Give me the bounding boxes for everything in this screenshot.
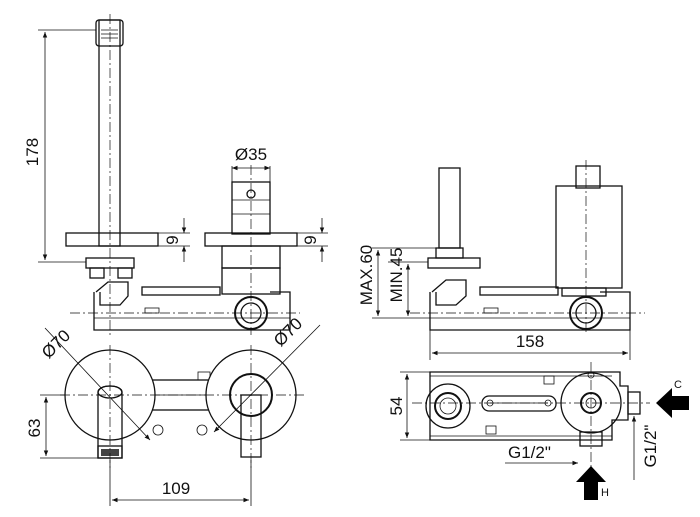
dim-diameter-label: Ø35 (235, 145, 267, 164)
dim-width-label: 158 (516, 332, 544, 351)
plan-view: Ø70 Ø70 63 109 (25, 314, 321, 506)
dim-flange-right-label: 9 (301, 235, 320, 244)
dim-depth-label: 63 (25, 419, 44, 438)
dim-spacing-label: 109 (162, 479, 190, 498)
hot-inlet (579, 431, 603, 447)
side-view: MAX.60 MIN.45 158 (357, 160, 645, 360)
side-handle-knob (575, 165, 601, 189)
hot-arrow-icon (576, 466, 606, 500)
front-view: 178 Ø35 9 9 (23, 14, 328, 335)
cold-label: C (674, 379, 682, 391)
dim-body-height-label: 54 (387, 397, 406, 416)
concealed-body (93, 291, 291, 331)
side-handle-body (555, 185, 623, 289)
body-view: 54 G1/2" G1/2" C H (387, 362, 689, 500)
side-spout (438, 167, 461, 249)
spout-port (425, 383, 471, 429)
body-outline (429, 371, 629, 441)
spout-nut (85, 257, 135, 269)
spout-flange (65, 232, 159, 247)
cold-arrow-icon (656, 388, 689, 418)
dim-max-label: MAX.60 (357, 245, 376, 305)
side-body (429, 291, 631, 331)
spout-aerator (95, 19, 124, 47)
dim-diameter-left-label: Ø70 (38, 326, 74, 362)
dim-min-label: MIN.45 (387, 248, 406, 303)
hot-label: H (601, 487, 609, 499)
dim-height-label: 178 (23, 138, 42, 166)
body-top-plate (141, 286, 221, 296)
dim-thread-side-label: G1/2" (641, 425, 660, 468)
dim-thread-bottom-label: G1/2" (508, 443, 551, 462)
dim-flange-left-label: 9 (163, 235, 182, 244)
body-slot (481, 395, 557, 412)
spout-pipe (98, 19, 121, 247)
